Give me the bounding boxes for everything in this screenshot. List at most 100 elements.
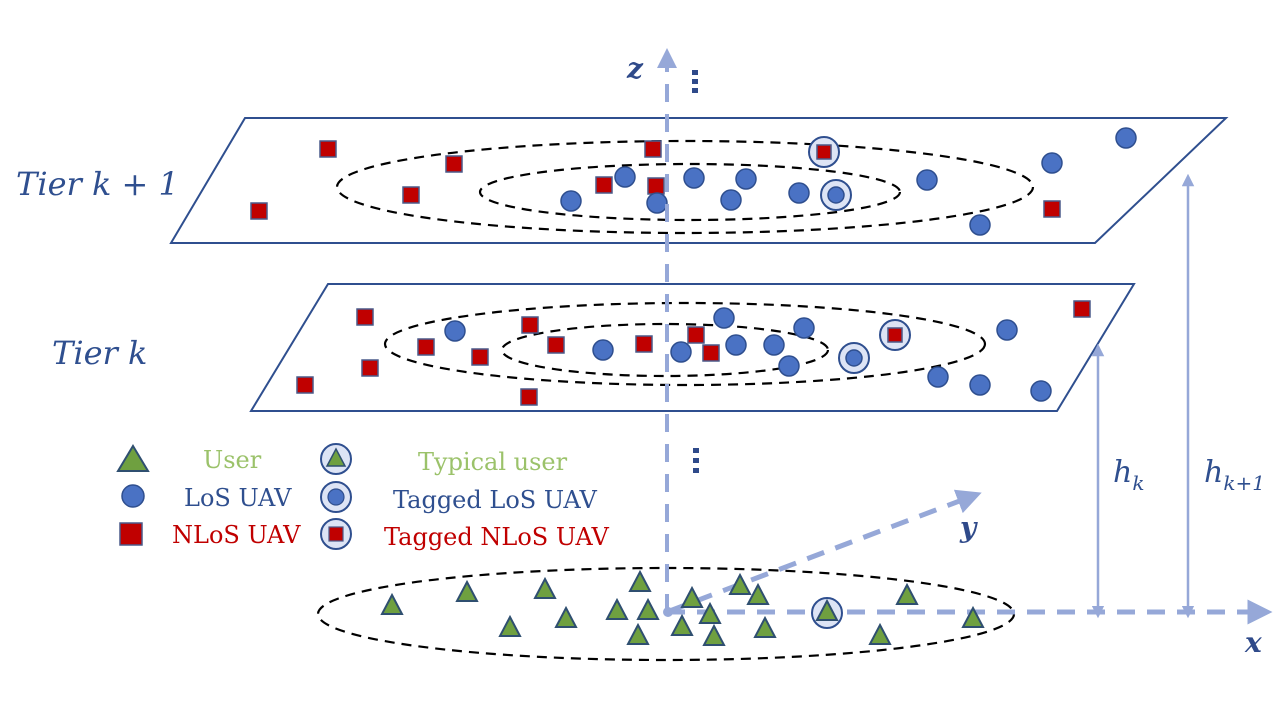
tier-k-plus-1-outer-ring [335, 139, 1035, 235]
tier-k-label: Tier k [52, 334, 147, 372]
user-marker [626, 622, 650, 645]
los-uav-marker [720, 189, 742, 211]
user-marker [868, 622, 892, 645]
h-k-plus-1-label: hk+1 [1204, 455, 1265, 495]
user-marker [498, 614, 522, 637]
h-k-label: hk [1113, 455, 1144, 495]
user-marker [455, 579, 479, 602]
los-uav-marker [927, 366, 949, 388]
tier-k-markers [296, 300, 1091, 406]
z-axis-label: z [626, 52, 644, 85]
origin-dot [663, 607, 673, 617]
nlos-uav-marker [595, 176, 613, 194]
nlos-uav-marker [547, 336, 565, 354]
los-uav-marker [713, 307, 735, 329]
los-uav-marker [1041, 152, 1063, 174]
los-uav-marker [1115, 127, 1137, 149]
user-marker [698, 601, 722, 624]
legend-tagged-los-uav-icon [320, 481, 352, 513]
ellipsis-middle-icon [693, 448, 699, 473]
los-uav-marker [969, 214, 991, 236]
user-marker [961, 605, 985, 628]
nlos-uav-marker [402, 186, 420, 204]
nlos-uav-marker [816, 144, 832, 160]
tier-k-inner-ring [500, 322, 830, 378]
tier-k-surface [249, 283, 1136, 412]
nlos-uav-marker [445, 155, 463, 173]
los-uav-marker [560, 190, 582, 212]
nlos-uav-marker [417, 338, 435, 356]
ellipsis-top-icon [692, 70, 698, 93]
nlos-uav-marker [520, 388, 538, 406]
legend-typical-user-label: Typical user [418, 448, 568, 476]
legend-user-icon [116, 444, 150, 472]
user-marker [554, 605, 578, 628]
user-marker [895, 582, 919, 605]
legend-nlos-uav-label: NLoS UAV [172, 521, 301, 549]
legend: User LoS UAV NLoS UAV Typical user Tagge… [116, 443, 609, 551]
los-uav-marker [763, 334, 785, 356]
nlos-uav-marker [887, 327, 903, 343]
y-axis-label: y [959, 511, 978, 544]
nlos-uav-marker [644, 140, 662, 158]
y-axis [666, 489, 982, 615]
los-uav-marker [1030, 380, 1052, 402]
nlos-uav-marker [647, 177, 665, 195]
user-marker [753, 615, 777, 638]
nlos-uav-marker [1073, 300, 1091, 318]
user-marker [680, 585, 704, 608]
los-uav-marker [916, 169, 938, 191]
user-marker [728, 572, 752, 595]
user-marker [702, 623, 726, 646]
nlos-uav-marker [361, 359, 379, 377]
nlos-uav-marker [471, 348, 489, 366]
los-uav-marker [827, 186, 845, 204]
los-uav-marker [793, 317, 815, 339]
user-marker [628, 569, 652, 592]
user-marker [605, 597, 629, 620]
tier-k-plus-1-inner-ring [478, 162, 902, 222]
legend-tagged-nlos-uav-label: Tagged NLoS UAV [384, 523, 609, 551]
nlos-uav-marker [1043, 200, 1061, 218]
legend-los-uav-label: LoS UAV [184, 484, 292, 512]
tier-k-outer-ring [383, 301, 987, 387]
legend-tagged-los-uav-label: Tagged LoS UAV [393, 486, 597, 514]
los-uav-marker [778, 355, 800, 377]
los-uav-marker [592, 339, 614, 361]
ground-users [380, 569, 985, 646]
los-uav-marker [969, 374, 991, 396]
legend-user-label: User [203, 446, 262, 474]
los-uav-marker [646, 192, 668, 214]
tier-k-plane [249, 283, 1136, 412]
user-marker [746, 582, 770, 605]
user-marker [380, 592, 404, 615]
nlos-uav-marker [687, 326, 705, 344]
user-marker [533, 576, 557, 599]
los-uav-marker [670, 341, 692, 363]
typical-user-marker [815, 598, 839, 621]
los-uav-marker [735, 168, 757, 190]
tier-k-plus-1-markers [250, 127, 1137, 236]
los-uav-marker [725, 334, 747, 356]
los-uav-marker [614, 166, 636, 188]
user-marker [636, 597, 660, 620]
nlos-uav-marker [250, 202, 268, 220]
legend-los-uav-icon [121, 484, 145, 508]
nlos-uav-marker [319, 140, 337, 158]
user-marker [670, 613, 694, 636]
tier-k-plus-1-plane [169, 117, 1229, 244]
tier-k-plus-1-label: Tier k + 1 [16, 165, 179, 203]
los-uav-marker [845, 349, 863, 367]
nlos-uav-marker [356, 308, 374, 326]
legend-typical-user-icon [320, 443, 352, 475]
los-uav-marker [788, 182, 810, 204]
los-uav-marker [996, 319, 1018, 341]
los-uav-marker [444, 320, 466, 342]
legend-nlos-uav-icon [119, 522, 143, 546]
x-axis-label: x [1244, 626, 1262, 659]
legend-tagged-nlos-uav-icon [320, 518, 352, 550]
nlos-uav-marker [296, 376, 314, 394]
nlos-uav-marker [702, 344, 720, 362]
nlos-uav-marker [521, 316, 539, 334]
